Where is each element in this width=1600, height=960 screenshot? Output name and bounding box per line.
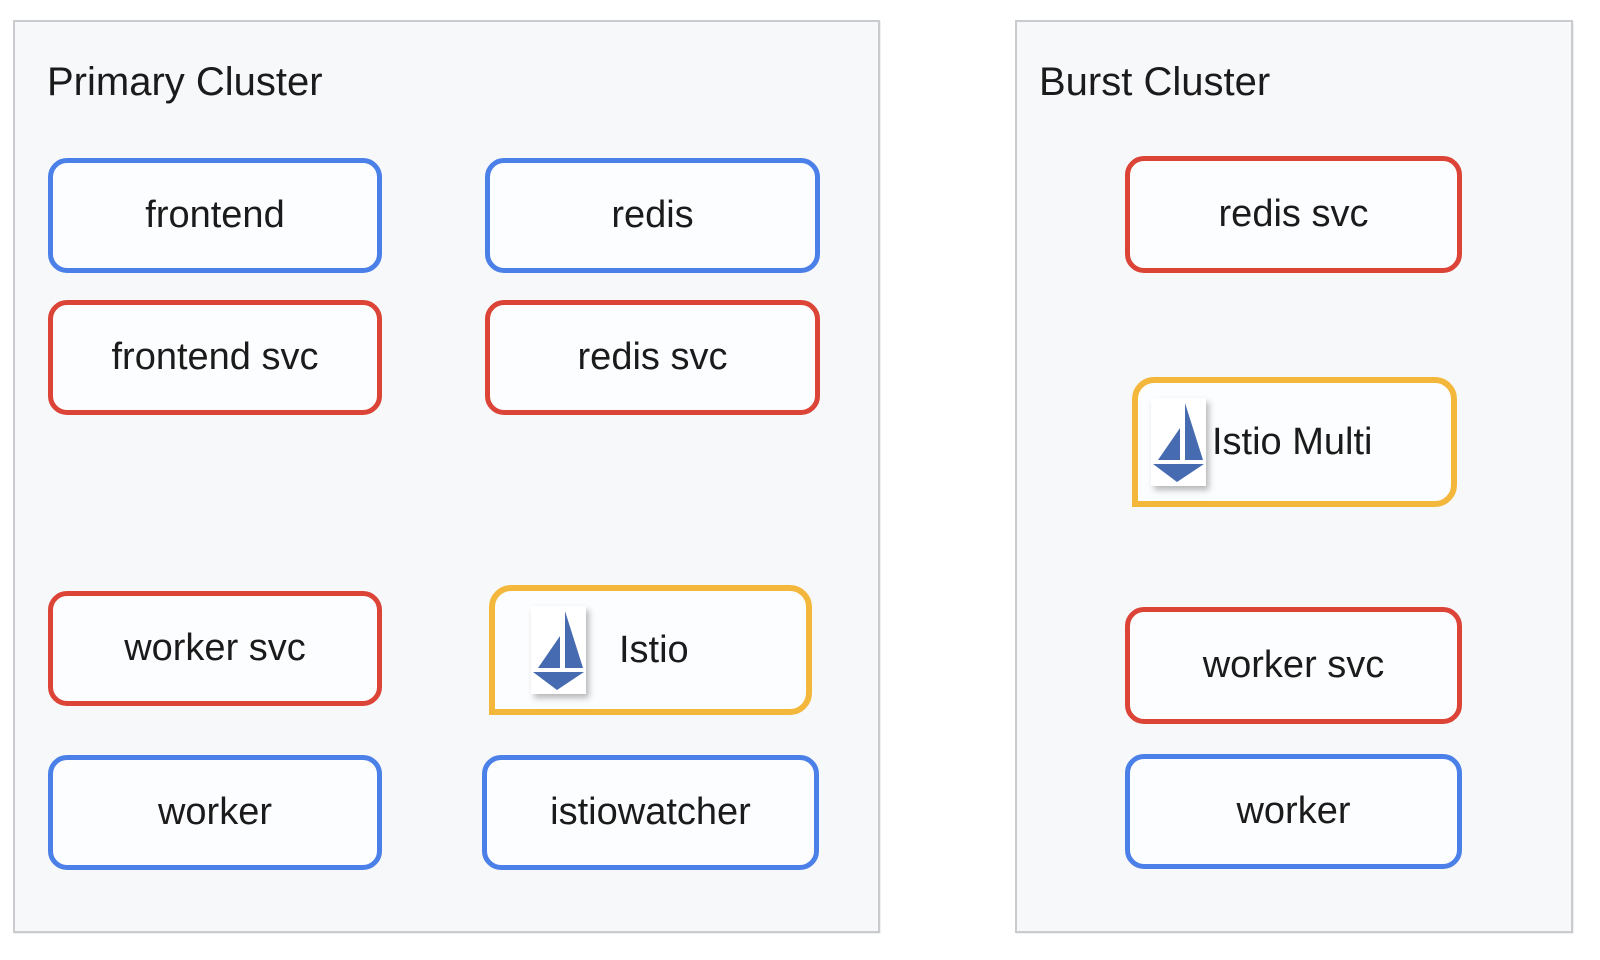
burst-cluster-container: Burst Cluster redis svc Istio Multi work… (1015, 20, 1573, 933)
istio-sailboat-logo-icon (1151, 398, 1206, 486)
node-worker-label: worker (157, 791, 273, 833)
node-burst-redis-svc: redis svc (1125, 156, 1462, 273)
node-istio-multi: Istio Multi (1132, 377, 1457, 507)
node-worker-svc-label: worker svc (124, 627, 306, 669)
node-istio-label: Istio (619, 628, 689, 671)
node-burst-worker-svc-label: worker svc (1202, 644, 1385, 686)
node-worker: worker (48, 755, 382, 870)
node-redis-svc: redis svc (485, 300, 820, 415)
burst-cluster-title: Burst Cluster (1039, 60, 1271, 104)
primary-cluster-container: Primary Cluster frontend redis frontend … (13, 20, 880, 933)
node-burst-worker-svc: worker svc (1125, 607, 1462, 724)
node-istiowatcher: istiowatcher (482, 755, 819, 870)
node-redis: redis (485, 158, 820, 273)
istio-sailboat-logo-icon (531, 606, 586, 694)
node-redis-svc-label: redis svc (577, 336, 728, 378)
node-istio: Istio (489, 585, 812, 715)
node-burst-worker-label: worker (1236, 790, 1351, 832)
primary-cluster-title: Primary Cluster (47, 60, 323, 104)
node-frontend-svc-label: frontend svc (111, 336, 319, 378)
node-burst-redis-svc-label: redis svc (1218, 193, 1369, 235)
node-frontend-label: frontend (145, 194, 285, 236)
node-redis-label: redis (611, 194, 694, 236)
node-worker-svc: worker svc (48, 591, 382, 706)
node-istio-multi-label: Istio Multi (1212, 420, 1373, 463)
node-frontend-svc: frontend svc (48, 300, 382, 415)
node-burst-worker: worker (1125, 754, 1462, 869)
node-frontend: frontend (48, 158, 382, 273)
node-istiowatcher-label: istiowatcher (550, 791, 751, 833)
